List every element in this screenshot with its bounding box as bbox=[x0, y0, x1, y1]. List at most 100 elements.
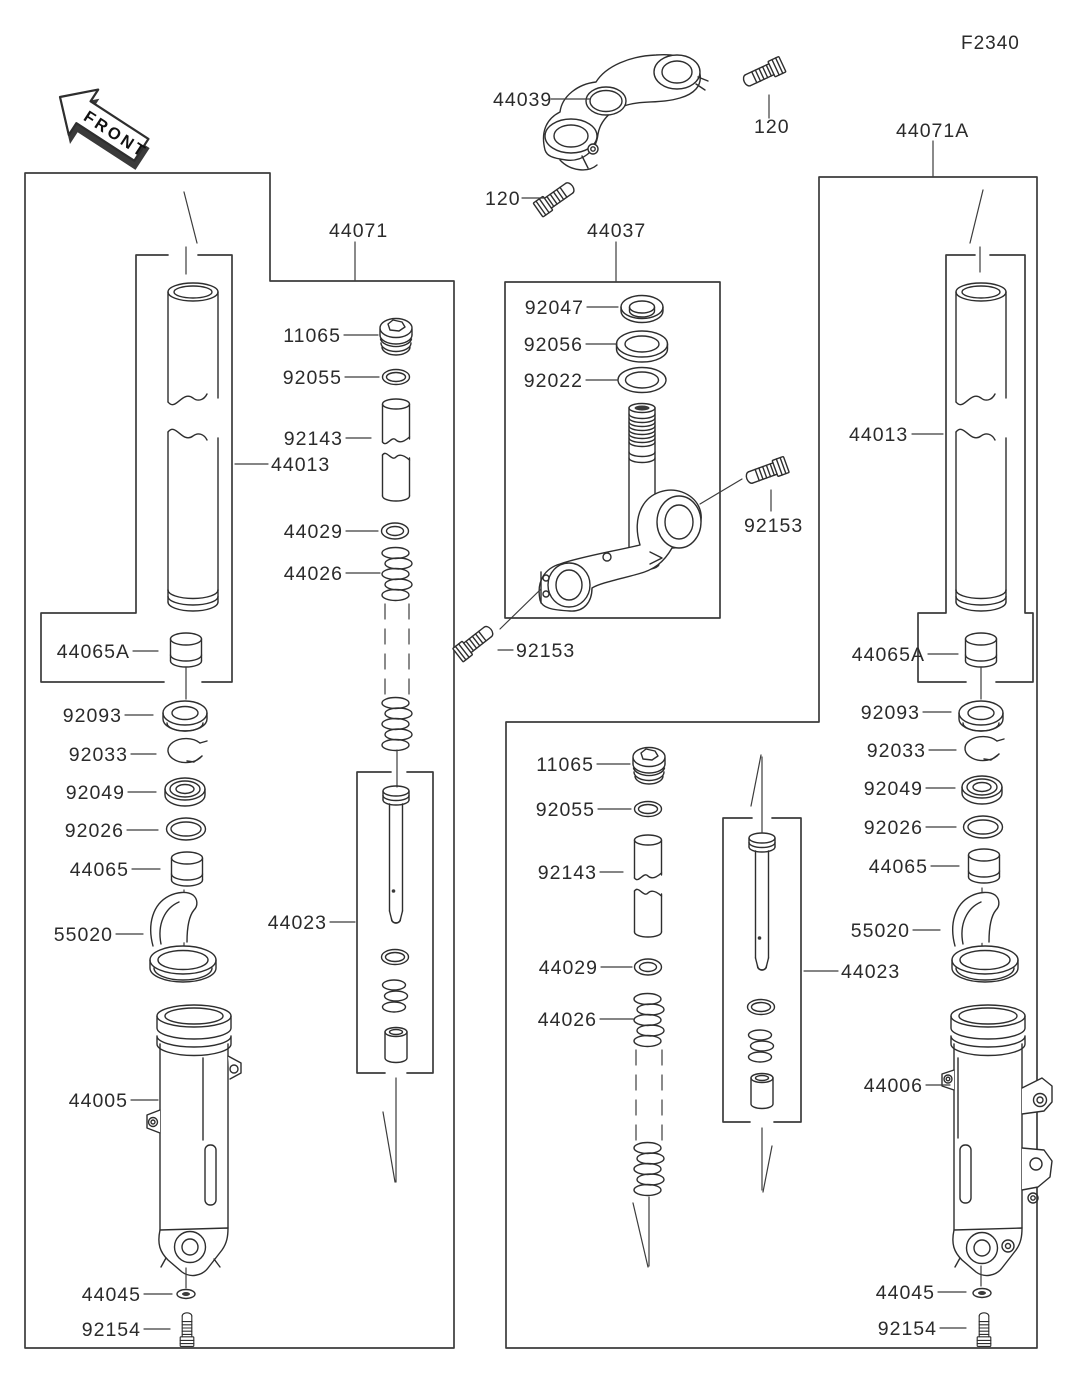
left-stem-clamp-ring bbox=[547, 562, 591, 608]
left-dust-seal-92093 bbox=[162, 700, 208, 732]
callout-120-left: 120 bbox=[485, 188, 521, 210]
left-damper-box bbox=[356, 771, 434, 1074]
diagram-code: F2340 bbox=[961, 33, 1020, 54]
left-bushing-44065a bbox=[169, 632, 203, 668]
right-stem-clamp-ring bbox=[656, 495, 702, 549]
callout-92026-left: 92026 bbox=[65, 820, 124, 842]
left-oil-seal-92049 bbox=[164, 777, 206, 807]
callout-44065a-right: 44065A bbox=[852, 644, 925, 666]
callout-11065-center: 11065 bbox=[536, 754, 594, 776]
center-spring-lower bbox=[633, 1141, 665, 1197]
callout-44037: 44037 bbox=[587, 220, 646, 242]
right-center-column: 11065 92055 92143 44029 44026 44023 bbox=[536, 746, 900, 1268]
callout-92033-left: 92033 bbox=[69, 744, 128, 766]
center-collar-92143 bbox=[633, 834, 663, 938]
right-bolt-92154 bbox=[976, 1312, 992, 1347]
callout-92055-center: 92055 bbox=[536, 799, 595, 821]
callout-44013-right: 44013 bbox=[849, 424, 908, 446]
callout-44029-center: 44029 bbox=[539, 957, 598, 979]
callout-11065-left: 11065 bbox=[283, 325, 341, 347]
center-damper-ring bbox=[746, 998, 776, 1016]
callout-44071: 44071 bbox=[329, 220, 388, 242]
callout-44023-right: 44023 bbox=[841, 961, 900, 983]
callout-92154-right: 92154 bbox=[878, 1318, 937, 1340]
callout-44045-right: 44045 bbox=[876, 1282, 935, 1304]
callout-44023-left: 44023 bbox=[268, 912, 327, 934]
left-bolt-92154 bbox=[179, 1312, 195, 1347]
right-bushing-44065a bbox=[964, 632, 998, 668]
center-fork-cap-11065 bbox=[632, 746, 666, 785]
left-damper-rod bbox=[382, 785, 410, 924]
callout-44039: 44039 bbox=[493, 89, 552, 111]
callout-92153-left: 92153 bbox=[516, 640, 575, 662]
callout-92022: 92022 bbox=[524, 370, 583, 392]
center-damper-bushing bbox=[750, 1072, 774, 1110]
callout-55020-left: 55020 bbox=[54, 924, 113, 946]
left-washer-92026 bbox=[165, 817, 207, 841]
left-fork-guard-55020 bbox=[149, 891, 217, 983]
front-arrow-body bbox=[58, 88, 150, 162]
callout-92026-right: 92026 bbox=[864, 817, 923, 839]
right-damper-box bbox=[722, 817, 802, 1123]
callout-55020-right: 55020 bbox=[851, 920, 910, 942]
right-assembly-box bbox=[505, 176, 1038, 1349]
callout-92154-left: 92154 bbox=[82, 1319, 141, 1341]
left-assembly-box bbox=[24, 172, 455, 1349]
left-collar-92143 bbox=[381, 398, 411, 502]
front-arrow: FRONT bbox=[58, 88, 150, 170]
left-guide-bushing-44065 bbox=[170, 851, 204, 887]
callout-44065-left: 44065 bbox=[70, 859, 129, 881]
right-clamp-ring bbox=[653, 54, 701, 90]
callout-92093-left: 92093 bbox=[63, 705, 122, 727]
right-dust-seal-92093 bbox=[958, 700, 1004, 732]
right-washer-92026 bbox=[962, 815, 1004, 839]
right-inner-tube-box bbox=[917, 254, 1034, 683]
left-washer-44029 bbox=[380, 522, 410, 540]
upper-triple-clamp bbox=[542, 53, 709, 171]
callout-44065-right: 44065 bbox=[869, 856, 928, 878]
left-oring-92055 bbox=[381, 368, 411, 386]
callout-92033-right: 92033 bbox=[867, 740, 926, 762]
left-center-column: 11065 92055 92143 44029 44026 44023 bbox=[268, 317, 413, 1183]
right-seal-stack: 92093 92033 92049 92026 44065 bbox=[861, 700, 1005, 884]
left-inner-tube: 44013 44065A bbox=[57, 191, 330, 700]
right-outer-tube-44006 bbox=[941, 1004, 1053, 1277]
left-clip-92033 bbox=[167, 737, 208, 764]
callout-92049-right: 92049 bbox=[864, 778, 923, 800]
right-fork-guard-55020 bbox=[951, 891, 1019, 983]
assembly-boxes bbox=[24, 172, 1038, 1349]
left-seal-stack: 92093 92033 92049 92026 44065 bbox=[63, 700, 208, 887]
seal-ring-92022 bbox=[617, 366, 667, 394]
stem-shaft bbox=[628, 402, 656, 563]
right-oil-seal-92049 bbox=[961, 775, 1003, 805]
steering-stem-box bbox=[504, 281, 721, 619]
callout-120-top: 120 bbox=[754, 116, 790, 138]
left-washer-44045 bbox=[176, 1288, 196, 1300]
bearing-race-92056 bbox=[615, 330, 669, 363]
callout-92049-left: 92049 bbox=[66, 782, 125, 804]
left-spring-lower bbox=[381, 696, 413, 752]
bolt-92153-left bbox=[452, 621, 497, 663]
left-spring-44026 bbox=[381, 546, 413, 602]
callout-44005: 44005 bbox=[69, 1090, 128, 1112]
bearing-cone-92047 bbox=[620, 294, 664, 324]
callout-44026-left: 44026 bbox=[284, 563, 343, 585]
left-inner-tube-box bbox=[40, 254, 233, 683]
callout-44026-center: 44026 bbox=[538, 1009, 597, 1031]
right-guide-bushing-44065 bbox=[967, 848, 1001, 884]
callout-44013-left: 44013 bbox=[271, 454, 330, 476]
callout-92143-left: 92143 bbox=[284, 428, 343, 450]
bolt-120-top bbox=[740, 55, 787, 91]
callout-92055-left: 92055 bbox=[283, 367, 342, 389]
right-inner-tube: 44013 44065A bbox=[849, 189, 1007, 700]
callout-92093-right: 92093 bbox=[861, 702, 920, 724]
steering-stem-hole bbox=[585, 86, 627, 116]
center-washer-44029 bbox=[633, 958, 663, 976]
center-spring-44026 bbox=[633, 992, 665, 1048]
left-rebound-spring bbox=[381, 979, 409, 1013]
steering-stem-group: 92047 92056 92022 bbox=[524, 294, 702, 612]
callout-44045-left: 44045 bbox=[82, 1284, 141, 1306]
right-washer-44045 bbox=[972, 1287, 992, 1299]
